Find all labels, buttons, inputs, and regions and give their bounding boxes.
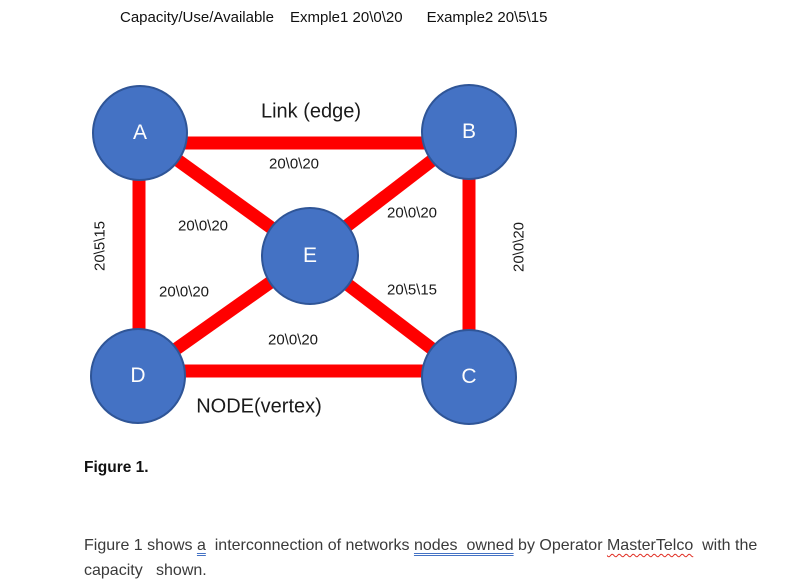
edge-label-D-E: 20\0\20 bbox=[158, 283, 210, 301]
network-node-D: D bbox=[90, 328, 186, 424]
legend-label: Capacity/Use/Available bbox=[120, 9, 274, 26]
caption-line-1: Figure 1 shows a interconnection of netw… bbox=[84, 533, 804, 558]
legend-example2: Example2 20\5\15 bbox=[426, 9, 548, 26]
node-vertex-annotation: NODE(vertex) bbox=[196, 395, 322, 418]
network-node-C: C bbox=[421, 329, 517, 425]
caption-line-2: capacity shown. bbox=[84, 562, 207, 579]
edge-label-A-E: 20\0\20 bbox=[177, 217, 229, 235]
node-B-label: B bbox=[461, 120, 476, 143]
edge-label-B-E: 20\0\20 bbox=[386, 204, 438, 222]
node-C-label: C bbox=[461, 365, 477, 388]
link-edge-annotation: Link (edge) bbox=[260, 100, 362, 123]
edge-label-B-C: 20\0\20 bbox=[510, 221, 528, 273]
edge-label-A-D: 20\5\15 bbox=[91, 220, 109, 272]
caption-text: by Operator bbox=[513, 537, 607, 554]
node-D-label: D bbox=[130, 364, 146, 387]
caption-text: interconnection of networks bbox=[205, 537, 414, 554]
network-node-B: B bbox=[421, 84, 517, 180]
grammar-underlined-text: nodes owned bbox=[413, 537, 514, 554]
figure-caption: Figure 1 shows a interconnection of netw… bbox=[84, 533, 804, 583]
figure-label: Figure 1. bbox=[84, 459, 149, 476]
caption-text: with the bbox=[693, 537, 758, 554]
edge-label-A-B: 20\0\20 bbox=[268, 155, 320, 173]
node-A-label: A bbox=[132, 121, 147, 144]
node-E-label: E bbox=[302, 244, 317, 267]
legend-example1: Exmple1 20\0\20 bbox=[289, 9, 403, 26]
network-node-A: A bbox=[92, 85, 188, 181]
edge-label-E-C: 20\5\15 bbox=[386, 281, 438, 299]
network-node-E: E bbox=[261, 207, 359, 305]
grammar-underlined-text: a bbox=[196, 537, 206, 554]
caption-text: Figure 1 shows bbox=[84, 537, 197, 554]
spellcheck-underlined-text: MasterTelco bbox=[606, 537, 694, 554]
edge-label-D-C: 20\0\20 bbox=[267, 331, 319, 349]
capacity-legend-line: Capacity/Use/Available Exmple1 20\0\20 Exa… bbox=[120, 9, 547, 26]
